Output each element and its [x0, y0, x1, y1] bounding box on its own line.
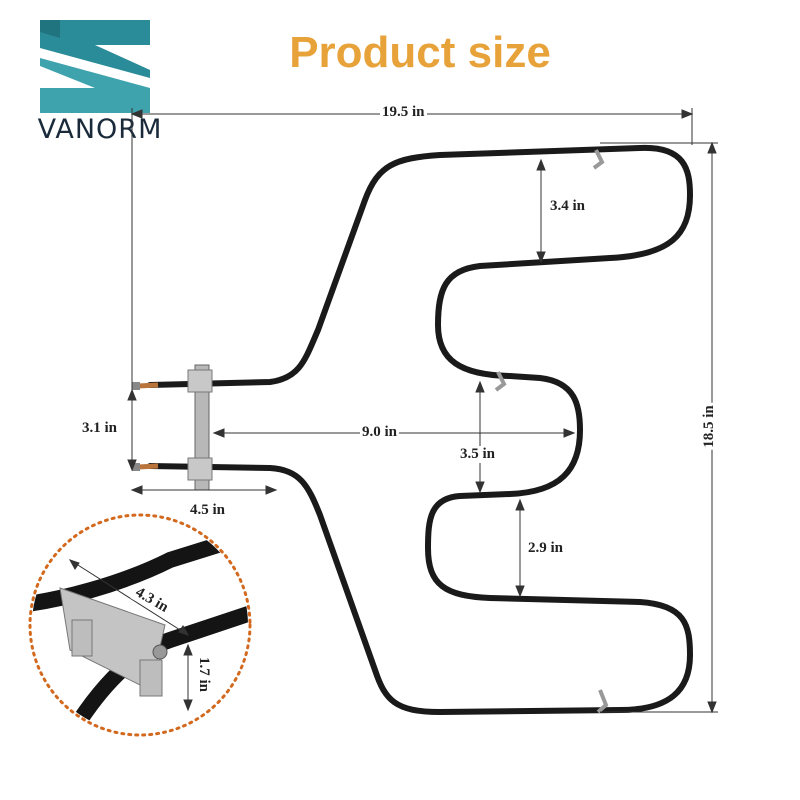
- vanorm-logo-icon: [40, 20, 150, 113]
- dim-total-width: 19.5 in: [380, 104, 427, 121]
- support-clip: [494, 371, 507, 392]
- dim-top-loop: 3.4 in: [548, 198, 588, 215]
- support-clip: [596, 689, 609, 714]
- dim-terminal-gap: 3.1 in: [80, 420, 120, 437]
- dim-total-height: 18.5 in: [700, 403, 718, 450]
- dim-mid-gap: 3.5 in: [458, 446, 498, 463]
- brand-name: VANORM: [37, 114, 163, 145]
- dim-bracket-depth: 4.5 in: [188, 502, 228, 519]
- dim-inner-width: 9.0 in: [360, 424, 400, 441]
- support-clip: [592, 149, 605, 170]
- dim-bracket-height: 1.7 in: [195, 654, 213, 695]
- detail-magnifier: [28, 513, 252, 737]
- page-title: Product size: [289, 28, 551, 77]
- heating-element-tube: [147, 144, 694, 716]
- dim-lower-loop: 2.9 in: [526, 540, 566, 557]
